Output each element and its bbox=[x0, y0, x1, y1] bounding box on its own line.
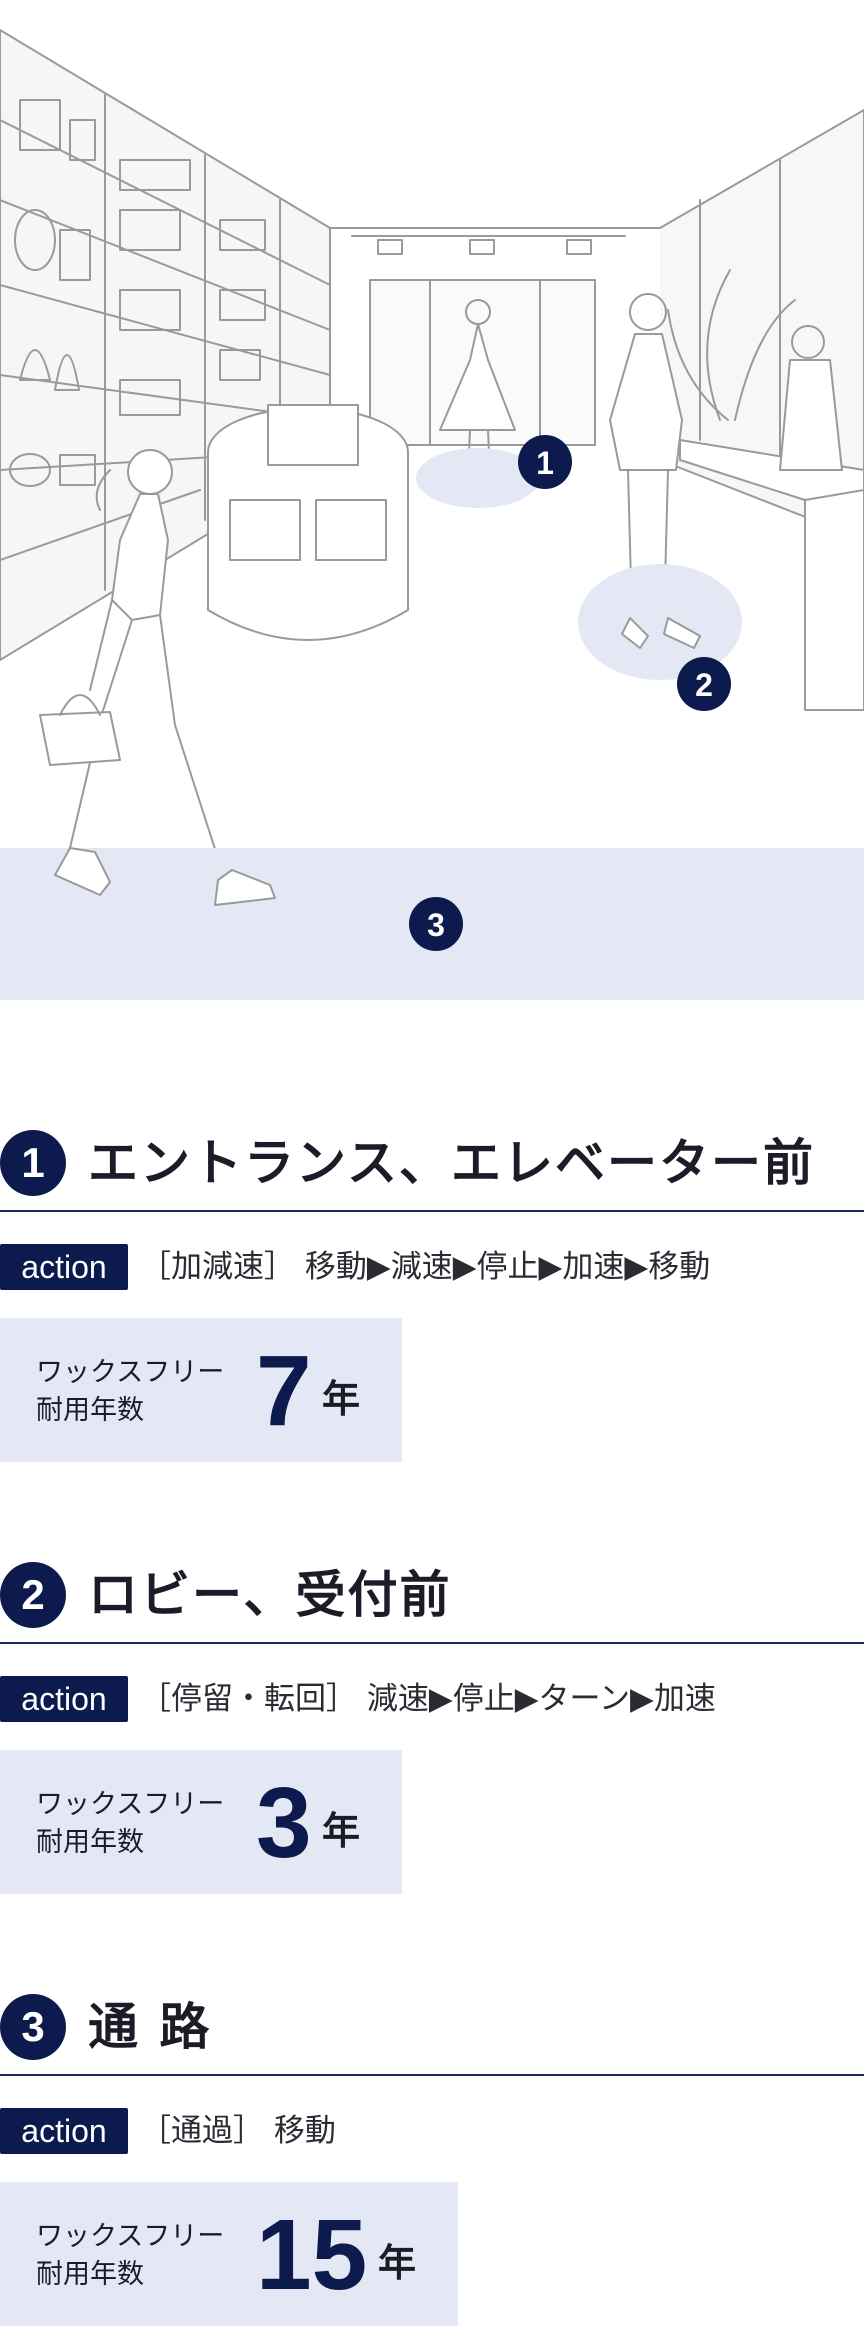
zone-2-years-value: 3 bbox=[256, 1767, 312, 1879]
zone-3-marker: 3 bbox=[409, 897, 463, 951]
zone-3-section: 3 通 路 action ［通過］ 移動 ワックスフリー 耐用年数 15 年 bbox=[0, 1984, 864, 2326]
zone-3-title: 通 路 bbox=[88, 1998, 212, 2056]
zone-3-number-badge: 3 bbox=[0, 1994, 66, 2060]
zone-3-heading: 3 通 路 bbox=[0, 1984, 864, 2076]
zone-2-title: ロビー、受付前 bbox=[88, 1566, 452, 1624]
years-unit: 年 bbox=[322, 1809, 361, 1853]
store-scene-svg: 1 2 3 bbox=[0, 29, 864, 1000]
store-floor-illustration: 1 2 3 bbox=[0, 0, 864, 1002]
zone-1-section: 1 エントランス、エレベーター前 action ［加減速］ 移動▶減速▶停止▶加… bbox=[0, 1120, 864, 1462]
svg-text:1: 1 bbox=[536, 445, 554, 481]
zone-1-highlight bbox=[416, 448, 540, 508]
action-badge: action bbox=[0, 1244, 128, 1290]
zone-1-heading: 1 エントランス、エレベーター前 bbox=[0, 1120, 864, 1212]
zone-2-action-row: action ［停留・転回］ 減速▶停止▶ターン▶加速 bbox=[0, 1676, 864, 1724]
action-badge: action bbox=[0, 2108, 128, 2154]
zone-2-highlight bbox=[578, 564, 742, 680]
action-badge: action bbox=[0, 1676, 128, 1722]
durability-label: ワックスフリー 耐用年数 bbox=[36, 2221, 225, 2290]
years-unit: 年 bbox=[322, 1377, 361, 1421]
years-unit: 年 bbox=[378, 2241, 417, 2285]
svg-text:3: 3 bbox=[427, 907, 445, 943]
durability-label: ワックスフリー 耐用年数 bbox=[36, 1357, 225, 1426]
durability-label: ワックスフリー 耐用年数 bbox=[36, 1789, 225, 1858]
zone-1-title: エントランス、エレベーター前 bbox=[88, 1134, 815, 1192]
zone-3-durability-box: ワックスフリー 耐用年数 15 年 bbox=[0, 2182, 458, 2326]
zone-1-marker: 1 bbox=[518, 435, 572, 489]
zone-3-action-row: action ［通過］ 移動 bbox=[0, 2108, 864, 2156]
zone-3-action-text: ［通過］ 移動 bbox=[140, 2113, 336, 2149]
zone-1-durability-box: ワックスフリー 耐用年数 7 年 bbox=[0, 1318, 402, 1462]
svg-text:2: 2 bbox=[695, 667, 713, 703]
zone-2-section: 2 ロビー、受付前 action ［停留・転回］ 減速▶停止▶ターン▶加速 ワッ… bbox=[0, 1552, 864, 1894]
zone-2-action-text: ［停留・転回］ 減速▶停止▶ターン▶加速 bbox=[140, 1681, 716, 1717]
zone-1-action-row: action ［加減速］ 移動▶減速▶停止▶加速▶移動 bbox=[0, 1244, 864, 1292]
zone-1-action-text: ［加減速］ 移動▶減速▶停止▶加速▶移動 bbox=[140, 1249, 711, 1285]
zone-2-heading: 2 ロビー、受付前 bbox=[0, 1552, 864, 1644]
zone-3-years-value: 15 bbox=[256, 2199, 368, 2311]
zone-2-marker: 2 bbox=[677, 657, 731, 711]
zone-1-number-badge: 1 bbox=[0, 1130, 66, 1196]
zone-1-years-value: 7 bbox=[256, 1335, 312, 1447]
zone-2-durability-box: ワックスフリー 耐用年数 3 年 bbox=[0, 1750, 402, 1894]
zone-2-number-badge: 2 bbox=[0, 1562, 66, 1628]
